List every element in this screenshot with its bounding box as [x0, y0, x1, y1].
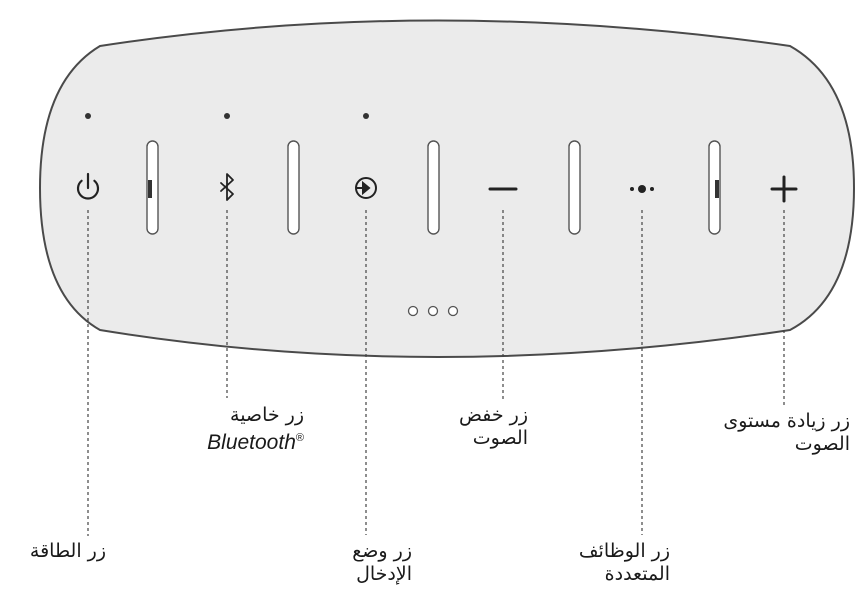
plus-icon[interactable]	[770, 175, 798, 203]
label-bluetooth-line2: Bluetooth®	[207, 427, 304, 454]
label-multi-function-line2: المتعددة	[604, 563, 670, 585]
power-icon[interactable]	[76, 172, 100, 200]
label-power-line1: زر الطاقة	[29, 540, 106, 562]
input-icon[interactable]	[355, 177, 377, 199]
label-power: زر الطاقة	[30, 540, 106, 563]
label-input-line2: الإدخال	[356, 563, 412, 585]
label-input: زر وضع الإدخال	[352, 540, 412, 586]
separator-slot	[568, 140, 581, 235]
label-bluetooth: زر خاصية Bluetooth®	[207, 404, 304, 454]
label-volume-down-line1: زر خفض	[458, 404, 528, 426]
label-volume-up: زر زيادة مستوى الصوت	[723, 410, 850, 456]
multi-function-icon[interactable]	[630, 185, 654, 193]
bluetooth-brand-text: Bluetooth	[207, 431, 296, 454]
label-multi-function-line1: زر الوظائف	[578, 540, 670, 562]
label-volume-down: زر خفض الصوت	[459, 404, 528, 450]
label-bluetooth-line1: زر خاصية	[230, 404, 304, 426]
status-dot-input	[363, 113, 369, 119]
separator-slot	[287, 140, 300, 235]
label-volume-up-line2: الصوت	[794, 433, 850, 455]
slot-tactile-mark	[148, 180, 152, 198]
status-dot-bluetooth	[224, 113, 230, 119]
separator-slot	[427, 140, 440, 235]
separator-slot	[146, 140, 159, 235]
label-volume-down-line2: الصوت	[472, 427, 528, 449]
status-lights	[407, 305, 459, 317]
label-multi-function: زر الوظائف المتعددة	[579, 540, 670, 586]
separator-slot	[708, 140, 721, 235]
registered-mark: ®	[295, 432, 304, 444]
label-input-line1: زر وضع	[352, 540, 412, 562]
slot-tactile-mark	[715, 180, 719, 198]
bluetooth-icon[interactable]	[220, 173, 234, 201]
speaker-body	[38, 19, 856, 358]
status-dot-power	[85, 113, 91, 119]
label-volume-up-line1: زر زيادة مستوى	[723, 410, 850, 432]
